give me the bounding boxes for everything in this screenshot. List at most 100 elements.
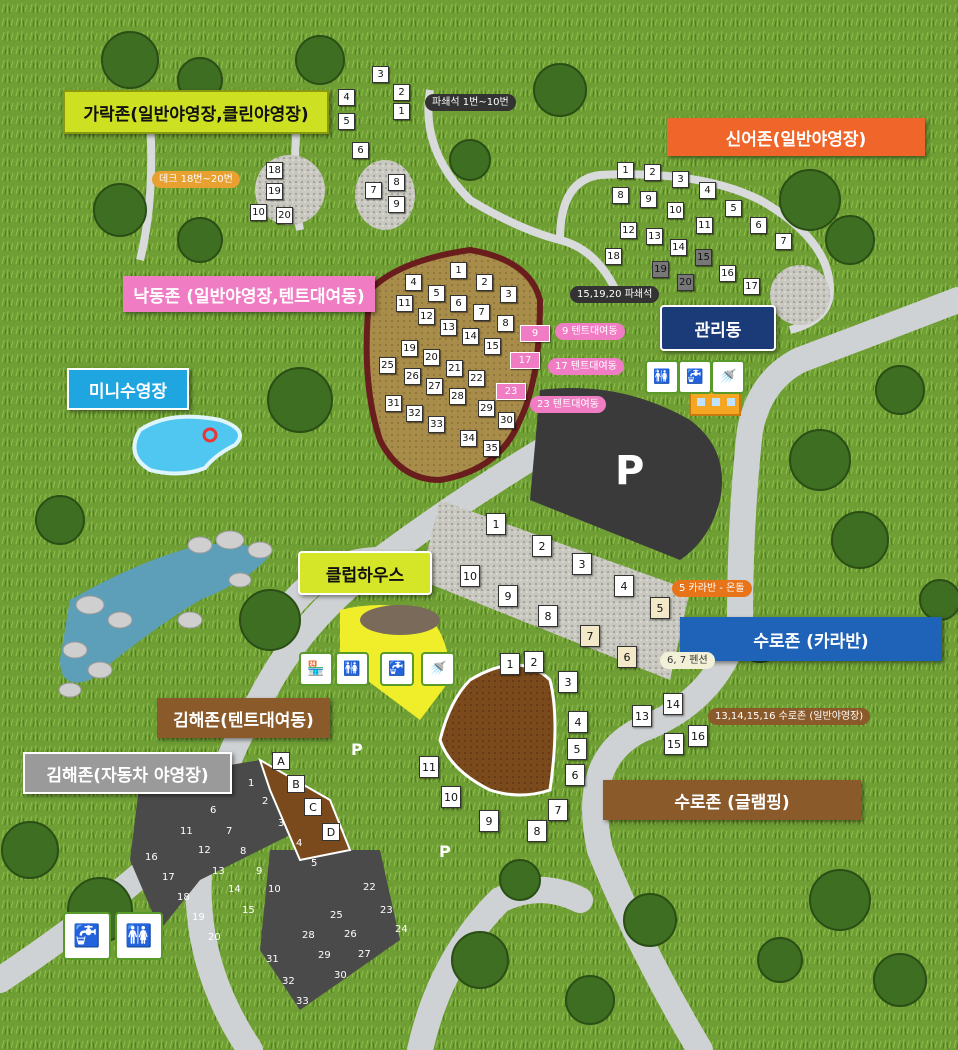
site-marker[interactable]: 26 — [404, 368, 421, 385]
site-marker[interactable]: 29 — [478, 400, 495, 417]
car-site-number[interactable]: 18 — [177, 892, 190, 903]
site-marker[interactable]: 13 — [440, 319, 457, 336]
glamping-marker[interactable]: 10 — [441, 786, 461, 808]
zone-label-suro-glamping[interactable]: 수로존 (글램핑) — [603, 780, 861, 820]
car-site-number[interactable]: 4 — [296, 838, 303, 849]
site-marker[interactable]: 30 — [498, 412, 515, 429]
car-site-number[interactable]: 1 — [248, 778, 255, 789]
site-marker[interactable]: 34 — [460, 430, 477, 447]
zone-label-garak[interactable]: 가락존(일반야영장,클린야영장) — [63, 90, 329, 134]
caravan-marker[interactable]: 4 — [614, 575, 634, 597]
site-marker[interactable]: 3 — [672, 171, 689, 188]
site-marker[interactable]: 4 — [338, 89, 355, 106]
car-site-number[interactable]: 24 — [395, 924, 408, 935]
car-site-number[interactable]: 23 — [380, 905, 393, 916]
tent-site-marker[interactable]: 23 — [496, 383, 526, 400]
caravan-marker[interactable]: 6 — [617, 646, 637, 668]
site-marker[interactable]: 13 — [646, 228, 663, 245]
site-marker[interactable]: 16 — [719, 265, 736, 282]
caravan-marker[interactable]: 10 — [460, 565, 480, 587]
site-marker[interactable]: 8 — [612, 187, 629, 204]
car-site-number[interactable]: 20 — [208, 932, 221, 943]
zone-label-gwanri[interactable]: 관리동 — [660, 305, 776, 351]
site-marker[interactable]: 32 — [406, 405, 423, 422]
caravan-marker[interactable]: 2 — [532, 535, 552, 557]
tent-site-marker[interactable]: A — [272, 752, 290, 770]
site-marker[interactable]: 5 — [428, 285, 445, 302]
zone-label-gimhae-car[interactable]: 김해존(자동차 야영장) — [23, 752, 232, 794]
site-marker[interactable]: 28 — [449, 388, 466, 405]
caravan-marker[interactable]: 5 — [650, 597, 670, 619]
glamping-marker[interactable]: 1 — [500, 653, 520, 675]
glamping-marker[interactable]: 2 — [524, 651, 544, 673]
car-site-number[interactable]: 11 — [180, 826, 193, 837]
car-site-number[interactable]: 17 — [162, 872, 175, 883]
site-marker[interactable]: 5 — [725, 200, 742, 217]
glamping-marker[interactable]: 5 — [567, 738, 587, 760]
car-site-number[interactable]: 31 — [266, 954, 279, 965]
car-site-number[interactable]: 19 — [192, 912, 205, 923]
car-site-number[interactable]: 10 — [268, 884, 281, 895]
site-marker[interactable]: 14 — [462, 328, 479, 345]
caravan-marker[interactable]: 9 — [498, 585, 518, 607]
zone-label-nakdong[interactable]: 낙동존 (일반야영장,텐트대여동) — [123, 276, 375, 312]
site-marker[interactable]: 35 — [483, 440, 500, 457]
car-site-number[interactable]: 16 — [145, 852, 158, 863]
site-marker[interactable]: 22 — [468, 370, 485, 387]
glamping-marker[interactable]: 6 — [565, 764, 585, 786]
glamping-marker[interactable]: 9 — [479, 810, 499, 832]
car-site-number[interactable]: 25 — [330, 910, 343, 921]
site-marker[interactable]: 11 — [696, 217, 713, 234]
site-marker[interactable]: 8 — [388, 174, 405, 191]
site-marker[interactable]: 27 — [426, 378, 443, 395]
site-marker[interactable]: 31 — [385, 395, 402, 412]
site-marker[interactable]: 10 — [667, 202, 684, 219]
caravan-marker[interactable]: 7 — [580, 625, 600, 647]
glamping-marker[interactable]: 3 — [558, 671, 578, 693]
site-marker[interactable]: 12 — [418, 308, 435, 325]
site-marker[interactable]: 2 — [476, 274, 493, 291]
glamping-marker[interactable]: 4 — [568, 711, 588, 733]
site-marker[interactable]: 20 — [276, 207, 293, 224]
glamping-marker[interactable]: 11 — [419, 756, 439, 778]
site-marker[interactable]: 7 — [775, 233, 792, 250]
car-site-number[interactable]: 15 — [242, 905, 255, 916]
site-marker[interactable]: 21 — [446, 360, 463, 377]
site-marker[interactable]: 8 — [497, 315, 514, 332]
site-marker[interactable]: 20 — [423, 349, 440, 366]
site-marker[interactable]: 6 — [750, 217, 767, 234]
site-marker[interactable]: 33 — [428, 416, 445, 433]
site-marker[interactable]: 7 — [365, 182, 382, 199]
suro-marker[interactable]: 16 — [688, 725, 708, 747]
car-site-number[interactable]: 28 — [302, 930, 315, 941]
site-marker[interactable]: 19 — [652, 261, 669, 278]
site-marker[interactable]: 5 — [338, 113, 355, 130]
car-site-number[interactable]: 33 — [296, 996, 309, 1007]
zone-label-gimhae-tent[interactable]: 김해존(텐트대여동) — [157, 698, 330, 738]
car-site-number[interactable]: 5 — [311, 858, 318, 869]
car-site-number[interactable]: 8 — [240, 846, 247, 857]
car-site-number[interactable]: 30 — [334, 970, 347, 981]
tent-site-marker[interactable]: 17 — [510, 352, 540, 369]
car-site-number[interactable]: 3 — [278, 818, 285, 829]
site-marker[interactable]: 25 — [379, 357, 396, 374]
car-site-number[interactable]: 29 — [318, 950, 331, 961]
site-marker[interactable]: 15 — [695, 249, 712, 266]
caravan-marker[interactable]: 1 — [486, 513, 506, 535]
site-marker[interactable]: 14 — [670, 239, 687, 256]
tent-site-marker[interactable]: 9 — [520, 325, 550, 342]
car-site-number[interactable]: 26 — [344, 929, 357, 940]
site-marker[interactable]: 9 — [388, 196, 405, 213]
site-marker[interactable]: 1 — [450, 262, 467, 279]
site-marker[interactable]: 9 — [640, 191, 657, 208]
suro-marker[interactable]: 15 — [664, 733, 684, 755]
site-marker[interactable]: 6 — [352, 142, 369, 159]
site-marker[interactable]: 18 — [266, 162, 283, 179]
caravan-marker[interactable]: 8 — [538, 605, 558, 627]
glamping-marker[interactable]: 8 — [527, 820, 547, 842]
site-marker[interactable]: 1 — [617, 162, 634, 179]
site-marker[interactable]: 10 — [250, 204, 267, 221]
site-marker[interactable]: 17 — [743, 278, 760, 295]
site-marker[interactable]: 20 — [677, 274, 694, 291]
site-marker[interactable]: 19 — [266, 183, 283, 200]
